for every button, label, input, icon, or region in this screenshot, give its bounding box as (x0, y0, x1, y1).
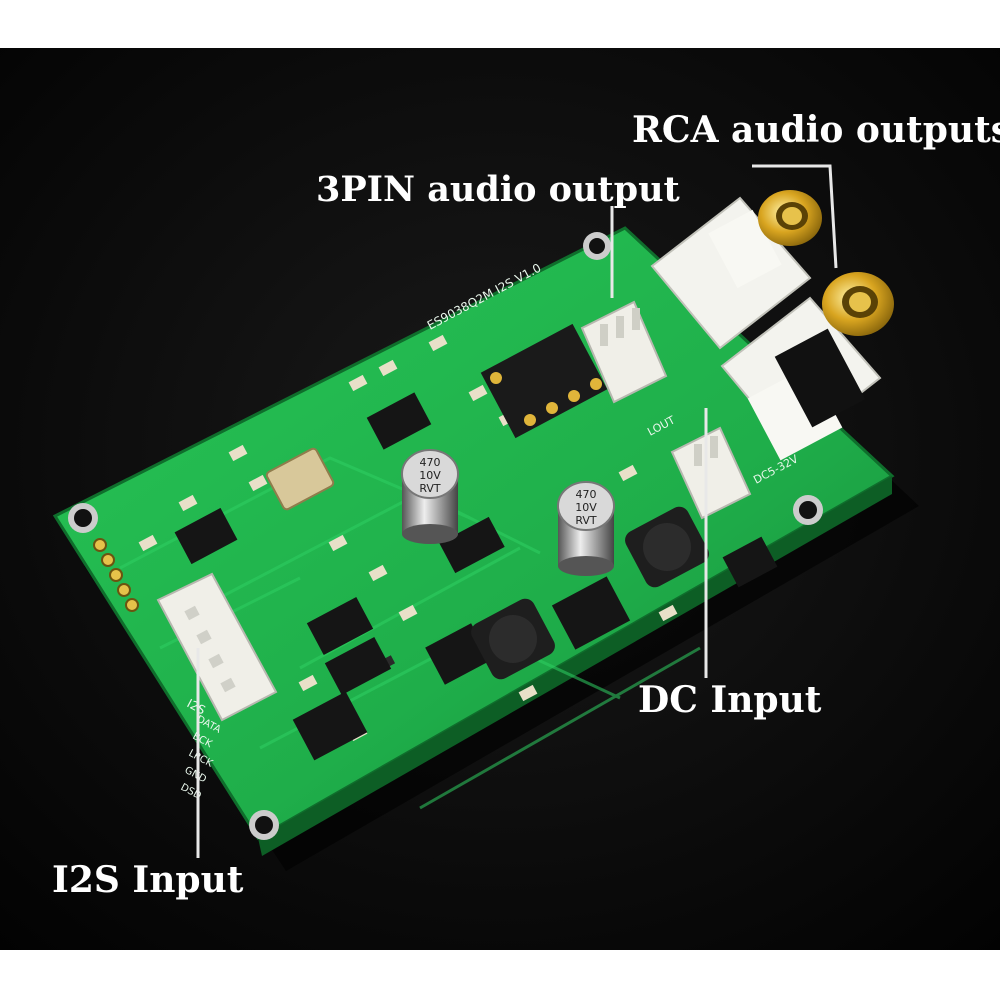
cap2-value: 470 (576, 488, 597, 501)
three-pin-connector (580, 300, 668, 404)
callout-lines (196, 164, 838, 858)
opamp-socket (480, 323, 608, 439)
rca-jack-bottom (720, 272, 894, 461)
rca-jack-top (650, 190, 822, 350)
pin-header-holes (93, 538, 139, 612)
capacitor-2: 470 10V RVT (557, 481, 615, 576)
three-pin-output-label: 3PIN audio output (316, 169, 680, 210)
crystal-oscillator (265, 447, 335, 511)
capacitor-1: 470 10V RVT (401, 449, 459, 544)
rca-outputs-label: RCA audio outputs (632, 109, 1000, 151)
ic-chips (174, 392, 778, 761)
rca-leader-line (752, 164, 838, 269)
cap2-voltage: 10V (575, 501, 597, 514)
mounting-holes (68, 232, 823, 840)
cap1-voltage: 10V (419, 469, 441, 482)
product-photo: 470 10V RVT 470 10V RVT (0, 48, 1000, 950)
photo-canvas: 470 10V RVT 470 10V RVT (0, 48, 1000, 950)
i2s-input-label: I2S Input (52, 859, 244, 901)
cap2-brand: RVT (575, 514, 597, 527)
dc-input-label: DC Input (638, 679, 822, 721)
dc-connector (670, 426, 752, 520)
i2s-connector (156, 572, 278, 722)
power-inductors (471, 506, 709, 680)
cap1-brand: RVT (419, 482, 441, 495)
cap1-value: 470 (420, 456, 441, 469)
